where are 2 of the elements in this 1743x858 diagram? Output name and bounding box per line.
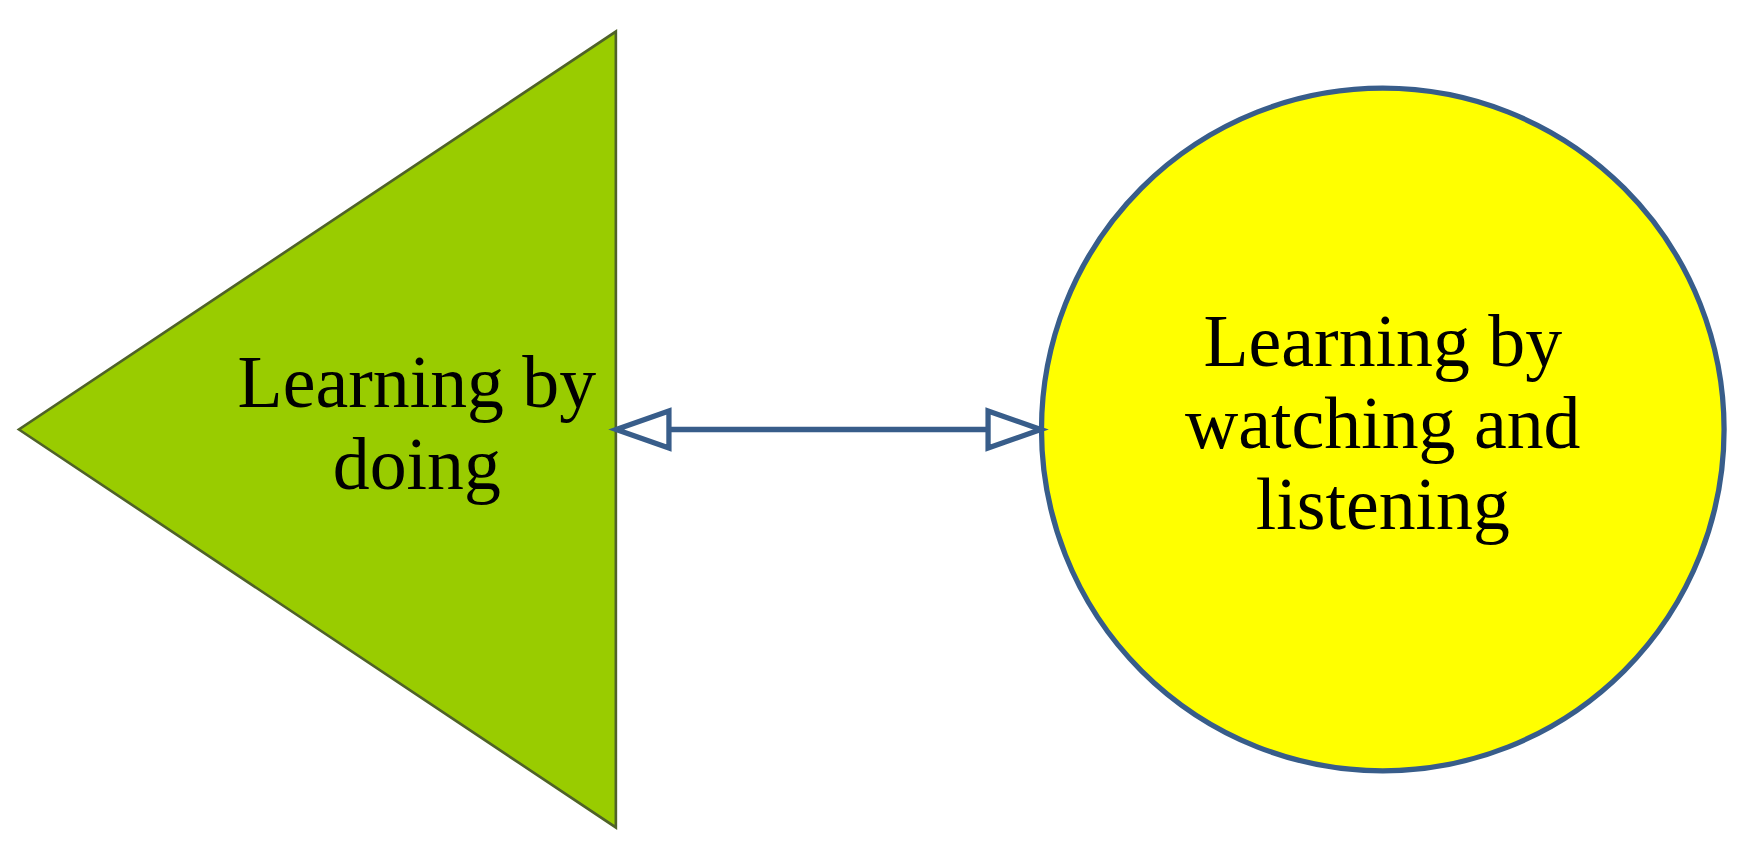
node-circle: Learning by watching and listening <box>1038 85 1727 773</box>
arrow <box>608 406 1049 452</box>
